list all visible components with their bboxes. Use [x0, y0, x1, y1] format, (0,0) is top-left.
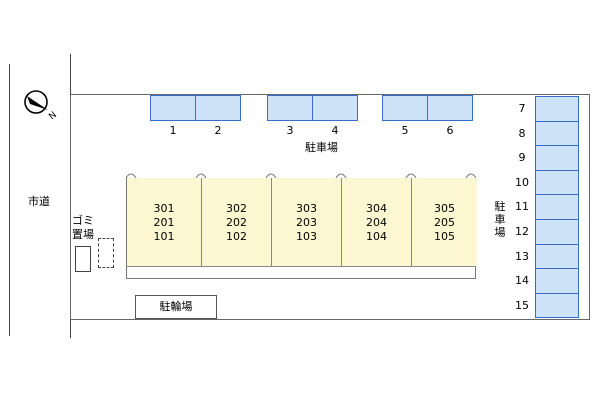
bicycle-parking-label: 駐輪場 [159, 300, 193, 313]
road-line-right [70, 54, 71, 94]
parking-space-number: 10 [515, 175, 529, 189]
room-number: 203 [296, 216, 317, 229]
road-line-left [9, 64, 10, 336]
parking-space-14 [535, 268, 579, 294]
room-number: 201 [153, 216, 175, 229]
parking-space-number: 12 [515, 225, 529, 238]
parking-space-number: 4 [331, 124, 339, 137]
parking-space-8 [535, 120, 579, 147]
room-number: 105 [434, 230, 455, 243]
room-number: 305 [434, 202, 455, 215]
room-number: 102 [226, 230, 247, 243]
parking-right-label-text: 駐車場 [494, 200, 506, 239]
parking-space-10 [535, 169, 579, 196]
room-number: 204 [366, 216, 387, 229]
svg-text:N: N [47, 110, 59, 120]
parking-space-15 [535, 292, 579, 319]
parking-space-number: 9 [518, 151, 526, 165]
room-number: 103 [296, 230, 317, 243]
room-number: 104 [366, 230, 387, 243]
parking-space-number: 14 [515, 274, 529, 288]
trash-area-label: ゴミ置場 [72, 214, 94, 241]
parking-space-4 [312, 95, 358, 121]
parking-space-number: 5 [401, 124, 409, 137]
room-number: 302 [226, 202, 247, 215]
parking-space-5 [382, 95, 428, 121]
north-arrow-icon: N [24, 90, 59, 120]
parking-space-number: 3 [286, 124, 294, 137]
trash-bin [75, 246, 91, 272]
bicycle-parking: 駐輪場 [135, 295, 217, 319]
parking-space-12 [535, 219, 579, 245]
road-label: 市道 [28, 195, 50, 208]
room-number: 303 [296, 202, 317, 215]
parking-space-13 [535, 243, 579, 270]
parking-space-2 [195, 95, 241, 121]
room-number: 202 [226, 216, 247, 229]
parking-space-7 [535, 96, 579, 122]
parking-space-11 [535, 194, 579, 220]
parking-space-number: 2 [214, 124, 222, 137]
parking-right-label: 駐車場 [494, 200, 506, 239]
parking-space-number: 7 [518, 102, 526, 115]
parking-top-label: 駐車場 [305, 141, 338, 154]
parking-space-3 [267, 95, 313, 121]
room-number: 301 [153, 202, 175, 215]
room-number: 101 [153, 230, 175, 243]
parking-space-number: 6 [446, 124, 454, 137]
parking-space-9 [535, 145, 579, 171]
parking-space-number: 15 [515, 298, 529, 312]
parking-space-number: 13 [515, 249, 529, 263]
trash-bin-dashed [98, 238, 114, 268]
road-line-right-lower [70, 320, 71, 338]
room-number: 205 [434, 216, 455, 229]
parking-space-number: 8 [518, 126, 526, 140]
parking-space-6 [427, 95, 473, 121]
parking-space-number: 1 [169, 124, 177, 137]
parking-space-1 [150, 95, 196, 121]
room-number: 304 [366, 202, 387, 215]
parking-space-number: 11 [515, 200, 529, 214]
